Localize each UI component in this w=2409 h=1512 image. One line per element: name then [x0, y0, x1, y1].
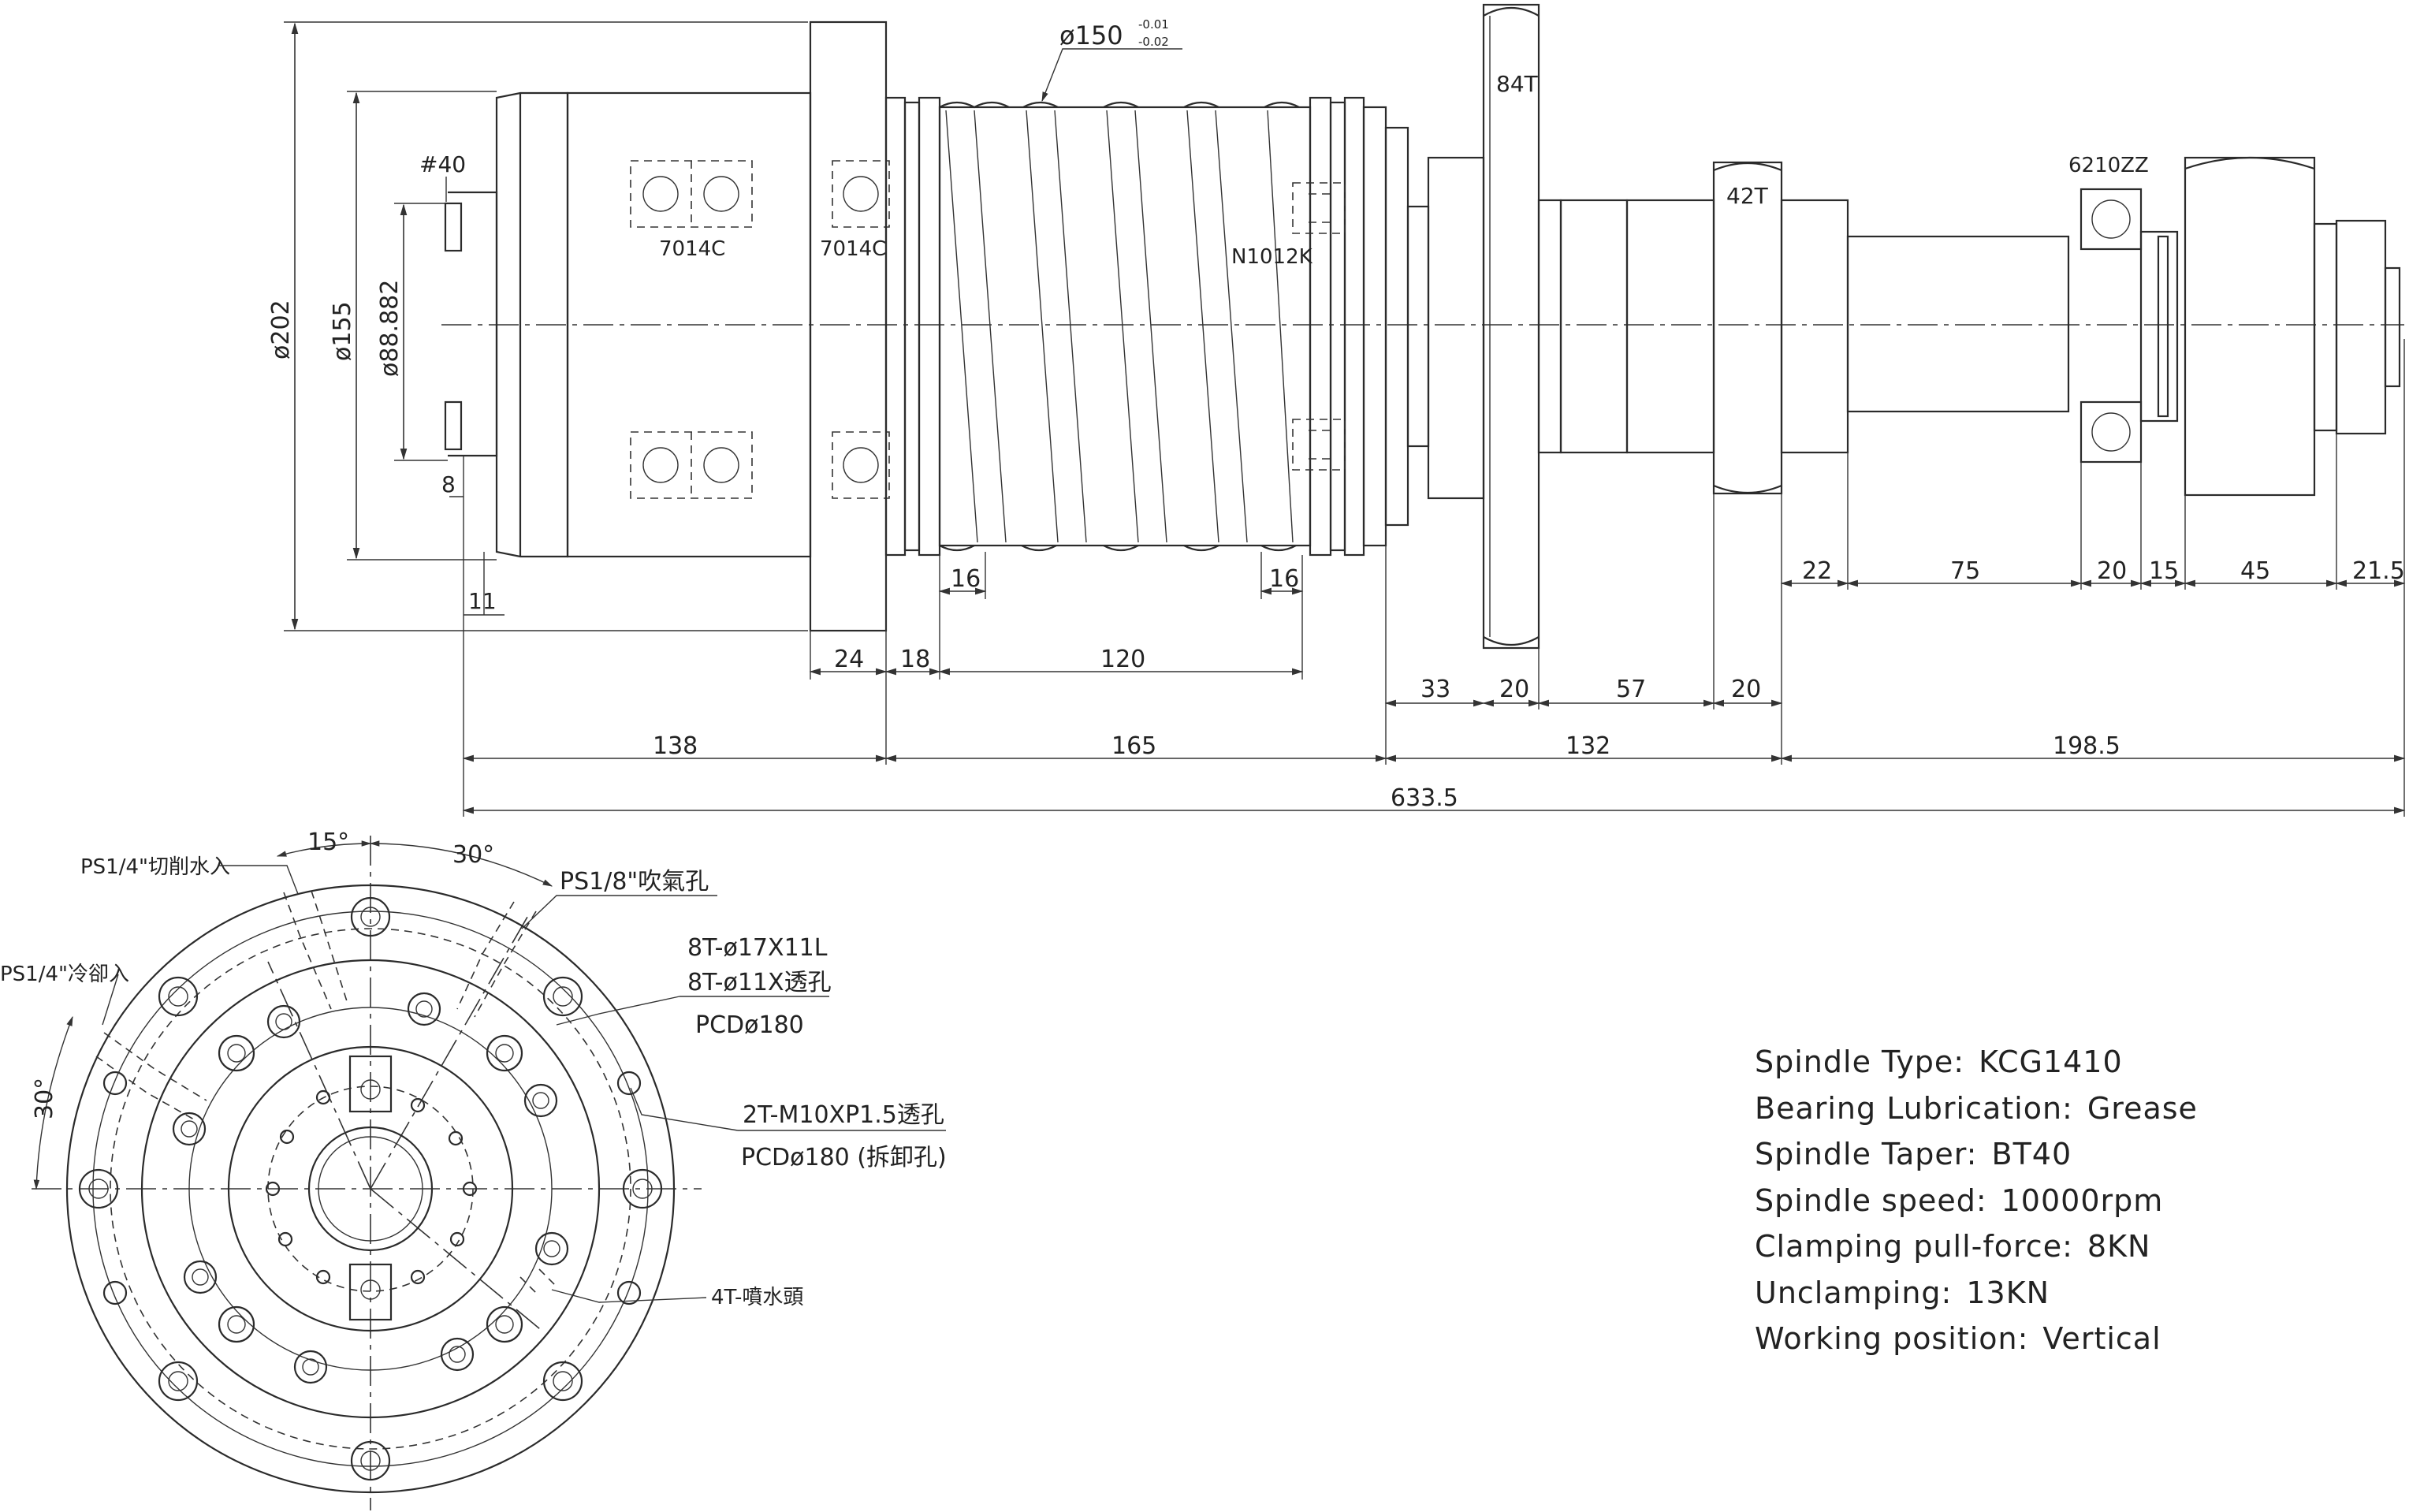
housing-collar — [809, 20, 888, 632]
spec-value: 10000rpm — [2001, 1182, 2164, 1218]
label-dim-75: 75 — [1950, 557, 1980, 585]
bearing-n1012k-bottom — [1292, 419, 1346, 471]
label-dim-total: 633.5 — [1391, 784, 1458, 812]
spec-line-clamping: Clamping pull-force: 8KN — [1755, 1223, 2198, 1270]
spec-label: Spindle speed: — [1755, 1182, 1987, 1218]
bearing-6210zz-bottom — [2079, 400, 2143, 464]
bearing-7014c-pair-bottom — [630, 431, 753, 499]
side-view: ø202 ø155 ø88.882 #40 7014C — [267, 3, 2406, 817]
label-dim-15: 15 — [2149, 557, 2179, 585]
spec-value: 13KN — [1966, 1275, 2050, 1310]
spec-line-type: Spindle Type: KCG1410 — [1755, 1039, 2198, 1086]
label-dia-88: ø88.882 — [376, 280, 404, 377]
label-angle-15: 15° — [307, 829, 349, 856]
label-bearing-7014c-b: 7014C — [820, 237, 886, 261]
label-dim-24: 24 — [834, 646, 864, 673]
spindle-nose — [448, 191, 498, 457]
label-bearing-6210zz: 6210ZZ — [2068, 154, 2149, 177]
spec-label: Bearing Lubrication: — [1755, 1090, 2073, 1126]
label-dim-120: 120 — [1100, 646, 1145, 673]
label-coolant: PS1/4"冷卻入 — [0, 963, 129, 986]
label-cutting-water: PS1/4"切削水入 — [80, 855, 230, 879]
spec-value: BT40 — [1991, 1137, 2072, 1171]
label-dim-20c: 20 — [2097, 557, 2127, 585]
label-holes-11: 8T-ø11X透孔 — [687, 969, 832, 996]
spec-label: Clamping pull-force: — [1755, 1229, 2073, 1264]
label-dim-22: 22 — [1802, 557, 1832, 585]
label-dim-18: 18 — [900, 646, 930, 673]
spec-label: Spindle Type: — [1755, 1045, 1965, 1079]
label-dim-45: 45 — [2240, 557, 2270, 585]
label-taper: #40 — [419, 151, 466, 177]
spec-value: Grease — [2087, 1090, 2198, 1126]
label-bearing-n1012k: N1012K — [1231, 245, 1313, 269]
spec-line-unclamping: Unclamping: 13KN — [1755, 1270, 2198, 1316]
bearing-n1012k-top — [1292, 182, 1346, 234]
spec-value: 8KN — [2087, 1229, 2151, 1264]
label-holes-17: 8T-ø17X11L — [687, 934, 828, 962]
label-dim-20a: 20 — [1499, 676, 1529, 703]
end-view: 15° 30° 30° PS1/4"切削水入 PS1/8"吹氣孔 PS1/4"冷… — [0, 829, 947, 1510]
label-angle-30b: 30° — [31, 1078, 58, 1119]
spec-value: Vertical — [2042, 1321, 2161, 1356]
spec-line-taper: Spindle Taper: BT40 — [1755, 1131, 2198, 1178]
spec-line-lubrication: Bearing Lubrication: Grease — [1755, 1086, 2198, 1132]
spec-label: Unclamping: — [1755, 1275, 1953, 1310]
spec-line-position: Working position: Vertical — [1755, 1316, 2198, 1362]
label-dia-202: ø202 — [267, 300, 295, 359]
label-air-blow: PS1/8"吹氣孔 — [560, 868, 709, 896]
label-sleeve-tol-upper: -0.01 — [1138, 17, 1169, 32]
label-tap-holes: 2T-M10XP1.5透孔 — [743, 1101, 944, 1129]
label-sleeve-dia: ø150 — [1059, 20, 1123, 50]
bearing-6210zz-top — [2079, 188, 2143, 251]
label-dim-198-5: 198.5 — [2053, 732, 2120, 760]
bearing-7014c-single-bottom — [832, 431, 890, 499]
drive-key-top — [348, 1055, 393, 1113]
label-pcd-180-b: PCDø180 (拆卸孔) — [741, 1144, 947, 1171]
drive-key-bottom — [348, 1263, 393, 1321]
label-dim-57: 57 — [1616, 676, 1646, 703]
label-dim-33: 33 — [1420, 676, 1450, 703]
gear-84t — [1482, 3, 1540, 650]
label-angle-30a: 30° — [452, 841, 494, 869]
label-gear-84t: 84T — [1496, 71, 1539, 97]
label-dim-165: 165 — [1111, 732, 1156, 760]
label-dim-21-5: 21.5 — [2352, 557, 2405, 585]
label-dim-8: 8 — [441, 471, 456, 497]
label-sleeve-tol-lower: -0.02 — [1138, 35, 1169, 49]
gear-42t — [1712, 161, 1783, 495]
cooling-sleeve — [938, 101, 1312, 552]
spec-value: KCG1410 — [1979, 1045, 2123, 1079]
label-dim-11: 11 — [468, 588, 497, 614]
spec-line-speed: Spindle speed: 10000rpm — [1755, 1178, 2198, 1224]
inner-small-holes — [265, 1089, 478, 1285]
label-gear-42t: 42T — [1726, 183, 1769, 209]
counterbore-holes — [172, 992, 569, 1384]
spec-label: Spindle Taper: — [1755, 1137, 1978, 1171]
label-bearing-7014c-a: 7014C — [659, 237, 725, 261]
bearing-7014c-single-top — [832, 160, 890, 228]
outer-bolt-holes — [78, 896, 663, 1481]
bearing-7014c-pair-top — [630, 160, 753, 228]
label-dim-132: 132 — [1566, 732, 1610, 760]
label-dim-138: 138 — [653, 732, 698, 760]
spec-panel: Spindle Type: KCG1410 Bearing Lubrication… — [1755, 1039, 2198, 1362]
spec-label: Working position: — [1755, 1321, 2029, 1356]
label-nozzles: 4T-噴水頭 — [711, 1286, 803, 1309]
label-dia-155: ø155 — [329, 301, 356, 361]
label-dim-16b: 16 — [1269, 565, 1299, 593]
label-pcd-180-a: PCDø180 — [695, 1011, 804, 1039]
label-dim-16a: 16 — [951, 565, 981, 593]
label-dim-20b: 20 — [1731, 676, 1761, 703]
